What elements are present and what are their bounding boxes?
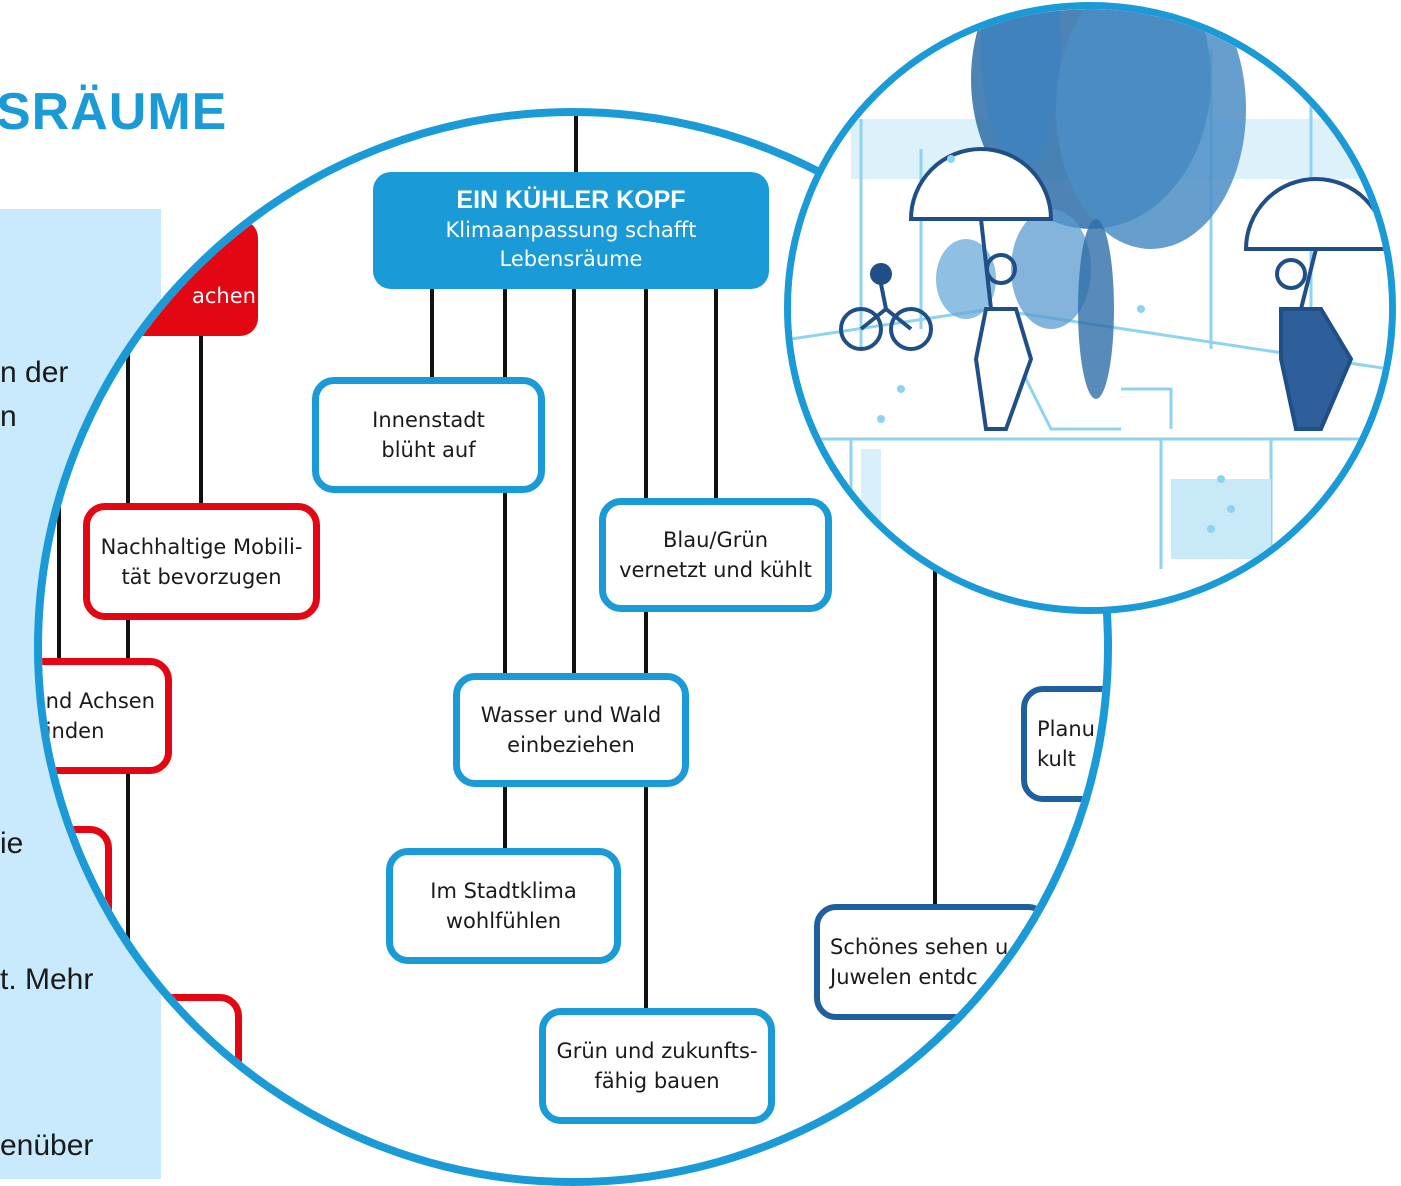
node-wasser-wald: Wasser und Wald einbeziehen — [453, 673, 689, 787]
water-basin — [1171, 479, 1271, 559]
node-planung: Planu kult — [1021, 686, 1104, 802]
node-blau-gruen: Blau/Grün vernetzt und kühlt — [599, 498, 832, 612]
node-innenstadt: Innenstadt blüht auf — [312, 377, 545, 493]
connector-line — [644, 608, 648, 678]
header-subtitle-2: Lebensräume — [499, 247, 643, 271]
node-stadtklima: Im Stadtklima wohlfühlen — [386, 848, 621, 964]
node-mobilitaet: Nachhaltige Mobili- tät bevorzugen — [83, 503, 320, 620]
illustration-lens — [784, 2, 1396, 614]
connector-line — [503, 780, 507, 850]
connector-line — [199, 336, 203, 508]
red-category-header: achen — [60, 220, 258, 336]
connector-line — [644, 780, 648, 1012]
node-red-partial-1 — [42, 826, 112, 942]
connector-line — [714, 287, 718, 503]
header-title: EIN KÜHLER KOPF — [456, 186, 686, 214]
page-title: SRÄUME — [0, 83, 228, 141]
panel-text-5: enüber — [0, 1129, 94, 1162]
panel-text-1: n der — [0, 356, 69, 389]
panel-text-4: t. Mehr — [0, 963, 94, 996]
node-gruen-bauen: Grün und zukunfts- fähig bauen — [539, 1008, 775, 1124]
street-illustration — [791, 9, 1389, 607]
connector-line — [572, 287, 576, 675]
connector-line — [430, 287, 434, 379]
umbrella-figure-icon — [908, 147, 1389, 431]
header-subtitle-1: Klimaanpassung schafft — [445, 218, 697, 242]
red-header-text: achen — [192, 284, 256, 308]
node-red-partial-2 — [42, 994, 242, 1110]
node-schoenes: Schönes sehen u Juwelen entdc — [814, 904, 1050, 1020]
connector-line — [57, 480, 61, 660]
category-header-kuehler-kopf: EIN KÜHLER KOPF Klimaanpassung schafft L… — [373, 172, 769, 289]
panel-text-3: ie — [0, 827, 24, 860]
diagram-canvas: achen EIN KÜHLER KOPF Klimaanpassung sch… — [42, 116, 1104, 1178]
connector-line — [644, 287, 648, 515]
connector-line — [933, 560, 937, 908]
rain-drop-icon — [877, 155, 1235, 533]
connector-line — [574, 116, 578, 174]
panel-text-2: n — [0, 400, 17, 433]
cyclist-figure-icon — [839, 263, 933, 351]
node-achsen: und Achsen binden — [42, 658, 172, 774]
